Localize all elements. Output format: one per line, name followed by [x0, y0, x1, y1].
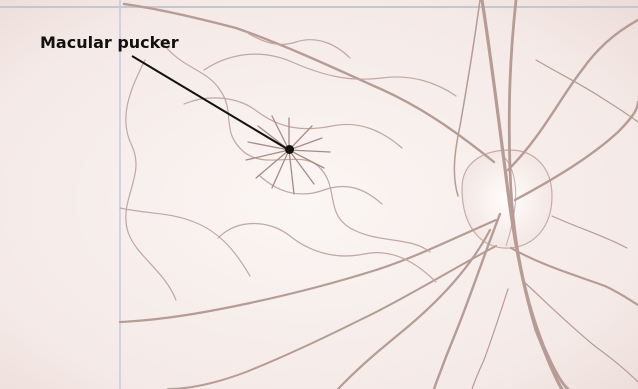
annotation-marker: [285, 145, 294, 154]
annotation-label: Macular pucker: [40, 33, 179, 53]
optic-disc: [462, 150, 552, 248]
